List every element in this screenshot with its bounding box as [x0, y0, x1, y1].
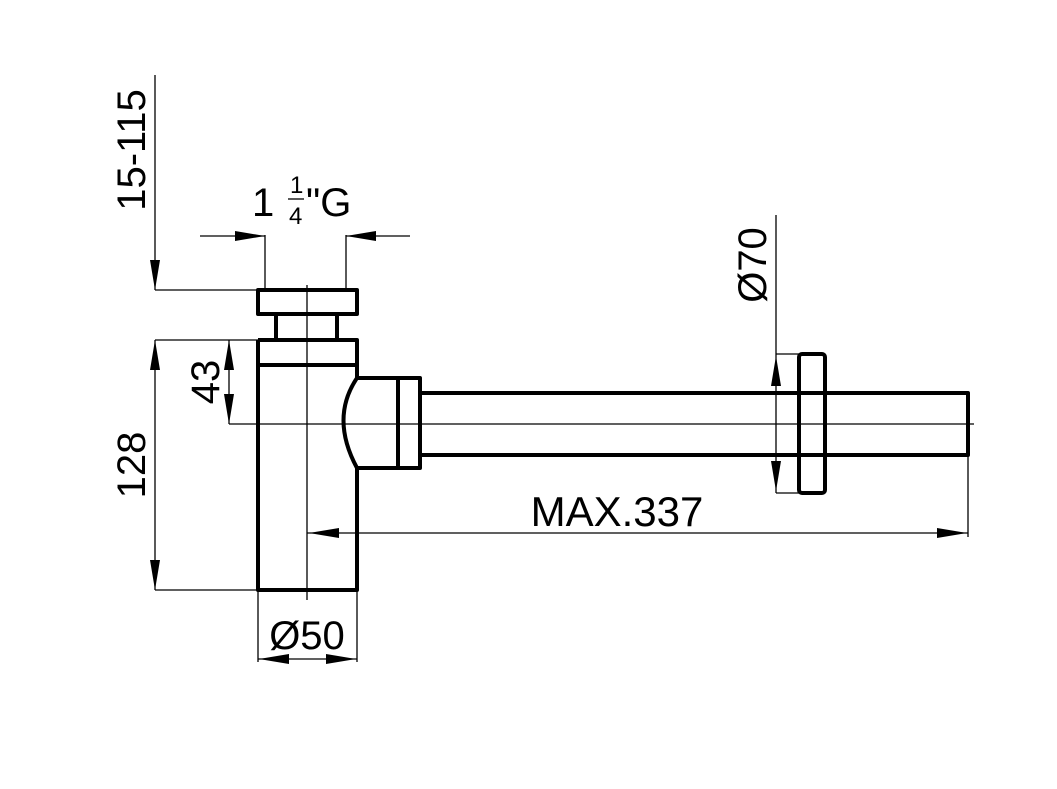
dimension-43: 43 — [184, 340, 234, 424]
branch-nut — [396, 376, 422, 470]
dim-max-length-label: MAX.337 — [531, 488, 704, 535]
dimension-128: 128 — [110, 339, 258, 591]
dimension-thread: 1 1 4 "G — [200, 172, 410, 290]
body-outline — [256, 338, 359, 592]
thread-whole: 1 — [252, 181, 274, 225]
dimension-body-diameter: Ø50 — [257, 590, 358, 664]
dim-outlet-height-label: 43 — [184, 360, 228, 405]
wall-flange — [797, 352, 827, 495]
dimension-flange-diameter: Ø70 — [731, 215, 799, 494]
outlet-pipe — [420, 391, 970, 457]
cap-nut — [256, 288, 359, 316]
thread-suffix: "G — [306, 181, 351, 225]
dimension-max-length: MAX.337 — [307, 455, 969, 538]
branch-connector — [341, 376, 400, 470]
dim-total-height-label: 128 — [110, 432, 154, 499]
dim-height-range-label: 15-115 — [110, 89, 154, 211]
thread-denominator: 4 — [289, 203, 302, 230]
thread-numerator: 1 — [290, 172, 303, 199]
dim-body-diameter-label: Ø50 — [269, 614, 345, 658]
dim-flange-diameter-label: Ø70 — [731, 227, 775, 303]
trap-body — [256, 288, 970, 592]
dimension-15-115: 15-115 — [110, 75, 258, 291]
neck — [274, 314, 339, 340]
